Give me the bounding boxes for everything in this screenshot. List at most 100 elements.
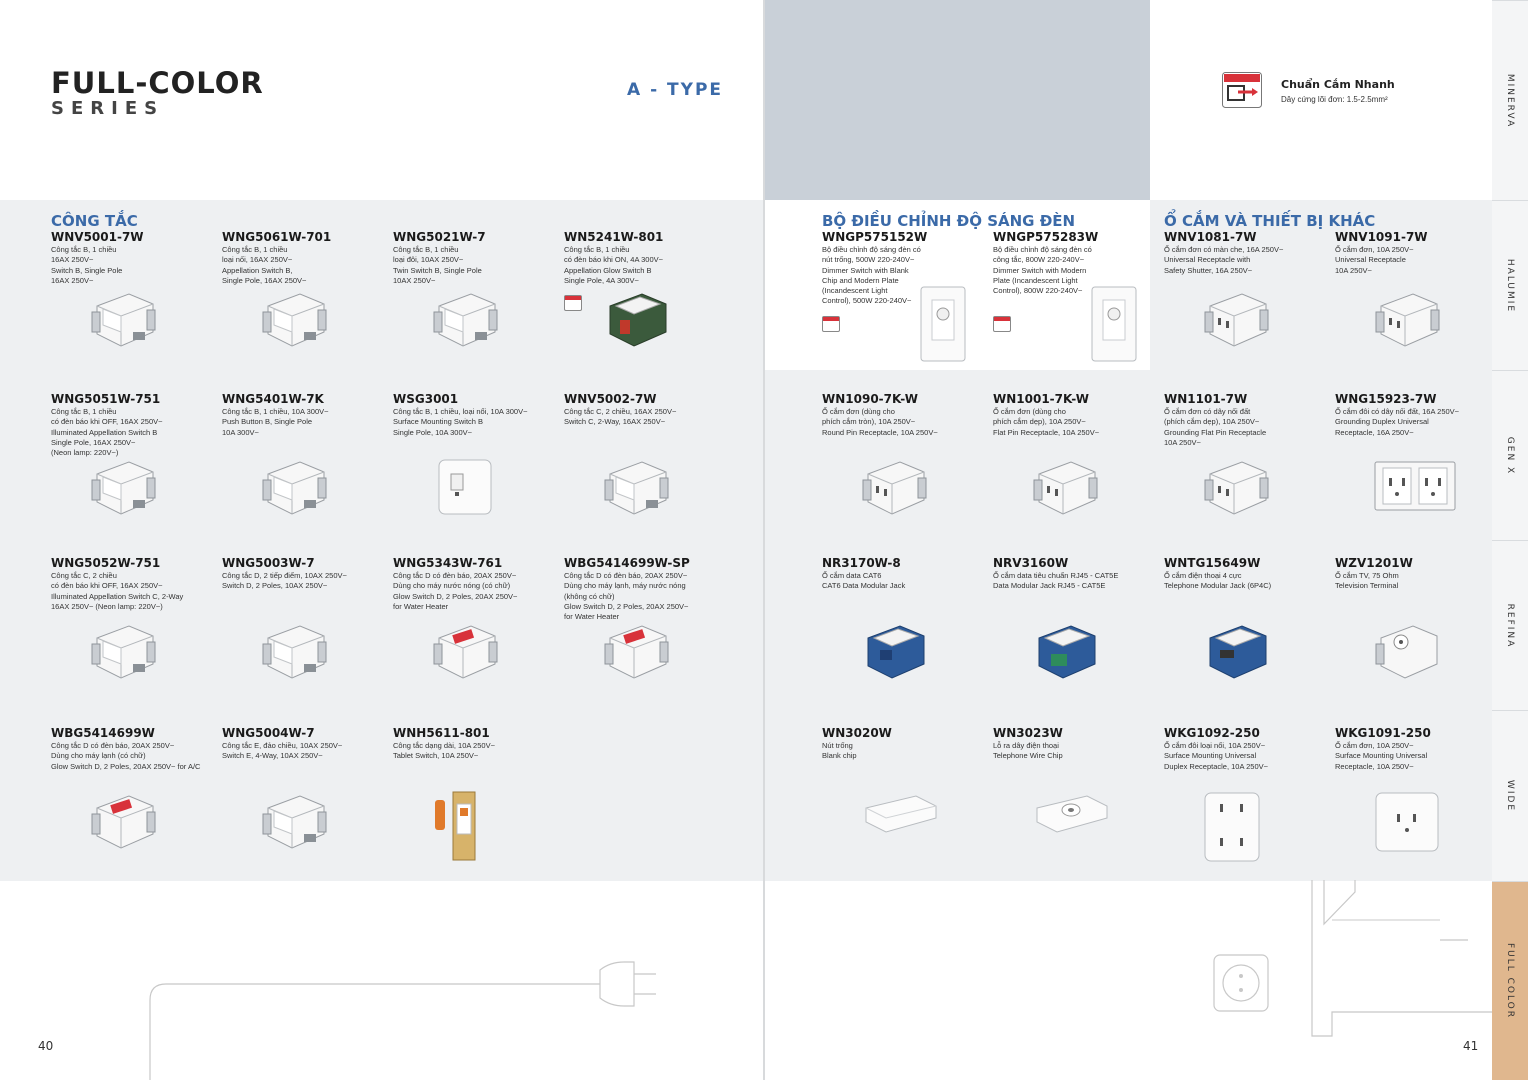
product-description-line: Ổ cắm TV, 75 Ohm (1335, 571, 1399, 580)
tab-full-color[interactable]: FULL COLOR (1492, 881, 1528, 1080)
product-description: Ổ cắm đơn có màn che, 16A 250V~Universal… (1164, 245, 1329, 276)
product-description-line: Ổ cắm đơn, 10A 250V~ (1335, 245, 1414, 254)
wall-line-art (1213, 880, 1492, 1037)
product-description-line: Illuminated Appellation Switch B (51, 427, 158, 437)
product-description-line: 16AX 250V~ (Neon lamp: 220V~) (51, 601, 163, 611)
product-description-line: phích cắm tròn), 10A 250V~ (822, 417, 916, 427)
tab-gen-x[interactable]: GEN X (1492, 370, 1528, 540)
product-description-line: có đèn báo khi OFF, 16AX 250V~ (51, 417, 163, 427)
product-description: Công tắc D, 2 tiếp điểm, 10AX 250V~Switc… (222, 571, 387, 592)
series-subtitle: SERIES (51, 98, 165, 119)
product-code: WNH5611-801 (393, 726, 490, 740)
product-code: WNTG15649W (1164, 556, 1261, 570)
product-code: NR3170W-8 (822, 556, 901, 570)
product-description-line: Receptacle, 10A 250V~ (1335, 761, 1414, 771)
data-jack-blue-icon (860, 620, 930, 686)
product-description-line: Control), 500W 220-240V~ (822, 296, 912, 306)
product-description: Ổ cắm đôi loại nổi, 10A 250V~Surface Mou… (1164, 741, 1329, 772)
switch-module-icon (260, 288, 330, 354)
switch-module-icon (89, 456, 159, 522)
product-description-line: Glow Switch D, 2 Poles, 20AX 250V~ (393, 591, 518, 601)
receptacle-module-icon (1373, 288, 1443, 354)
product-description-line: (không có chữ) (564, 591, 615, 601)
product-description-line: Glow Switch D, 2 Poles, 20AX 250V~ (564, 601, 689, 611)
product-description-line: Bộ điều chỉnh độ sáng đèn có (993, 245, 1092, 254)
product-description-line: công tắc, 800W 220-240V~ (993, 255, 1085, 265)
product-description: Công tắc E, đảo chiều, 10AX 250V~Switch … (222, 741, 387, 762)
product-description-line: Safety Shutter, 16A 250V~ (1164, 265, 1253, 275)
product-code: WKG1092-250 (1164, 726, 1260, 740)
surface-single-icon (1373, 790, 1441, 858)
section-title-switches: CÔNG TẮC (51, 212, 138, 230)
switch-module-icon (89, 288, 159, 354)
product-description-line: Dimmer Switch with Blank (822, 265, 909, 275)
product-description-line: 10A 250V~ (1164, 437, 1201, 447)
product-description-line: có đèn báo khi OFF, 16AX 250V~ (51, 581, 163, 591)
product-description-line: Single Pole, 16AX 250V~ (51, 437, 136, 447)
dimmer-plate-icon (1091, 286, 1137, 366)
product-description-line: Ổ cắm đôi loại nổi, 10A 250V~ (1164, 741, 1266, 750)
product-description-line: Switch B, Single Pole (51, 265, 123, 275)
product-description-line: Công tắc E, đảo chiều, 10AX 250V~ (222, 741, 343, 750)
product-code: WN3023W (993, 726, 1063, 740)
product-description-line: Flat Pin Receptacle, 10A 250V~ (993, 427, 1100, 437)
product-description-line: Illuminated Appellation Switch C, 2-Way (51, 591, 184, 601)
surface-duplex-icon (1202, 790, 1262, 868)
product-description-line: Công tắc B, 1 chiều (222, 245, 288, 254)
product-description-line: Single Pole, 16AX 250V~ (222, 275, 307, 285)
tab-refina[interactable]: REFINA (1492, 540, 1528, 710)
product-description-line: Surface Mounting Universal (1164, 751, 1257, 761)
red-glow-switch-icon (89, 790, 159, 856)
switch-module-icon (602, 456, 672, 522)
switch-module-icon (431, 288, 501, 354)
product-description-line: Blank chip (822, 751, 857, 761)
product-description-line: Telephone Wire Chip (993, 751, 1063, 761)
tab-wide[interactable]: WIDE (1492, 710, 1528, 881)
series-tab-bar: MINERVA HALUMIE GEN X REFINA WIDE FULL C… (1492, 0, 1528, 1080)
product-code: WBG5414699W-SP (564, 556, 690, 570)
product-description-line: Chip and Modern Plate (822, 275, 899, 285)
product-description-line: Ổ cắm data CAT6 (822, 571, 882, 580)
product-description: Công tắc D có đèn báo, 20AX 250V~Dùng ch… (564, 571, 729, 622)
product-description-line: Bộ điều chỉnh độ sáng đèn có (822, 245, 921, 254)
receptacle-module-icon (1031, 456, 1101, 522)
plug-line-art (149, 961, 656, 1080)
product-description-line: for Water Heater (393, 601, 449, 611)
product-description-line: Grounding Flat Pin Receptacle (1164, 427, 1267, 437)
tab-halumie[interactable]: HALUMIE (1492, 200, 1528, 370)
receptacle-module-icon (860, 456, 930, 522)
section-title-outlets: Ổ CẮM VÀ THIẾT BỊ KHÁC (1164, 212, 1376, 230)
product-code: WNG15923-7W (1335, 392, 1437, 406)
product-description: Công tắc dạng dài, 10A 250V~Tablet Switc… (393, 741, 558, 762)
product-description-line: Ổ cắm đơn (dùng cho (993, 407, 1066, 416)
product-description-line: Công tắc B, 1 chiều (393, 245, 459, 254)
product-code: WNG5343W-761 (393, 556, 503, 570)
product-description-line: Ổ cắm đơn (dùng cho (822, 407, 895, 416)
dimmer-plate-icon (920, 286, 966, 366)
product-description-line: Công tắc C, 2 chiều (51, 571, 117, 580)
product-description-line: Data Modular Jack RJ45 - CAT5E (993, 581, 1106, 591)
product-description-line: Push Button B, Single Pole (222, 417, 313, 427)
product-description-line: Lỗ ra dây điện thoại (993, 741, 1059, 750)
product-description-line: Công tắc B, 1 chiều, 10A 300V~ (222, 407, 329, 416)
surface-switch-icon (435, 456, 495, 522)
tablet-switch-icon (431, 790, 485, 866)
tab-minerva[interactable]: MINERVA (1492, 0, 1528, 200)
